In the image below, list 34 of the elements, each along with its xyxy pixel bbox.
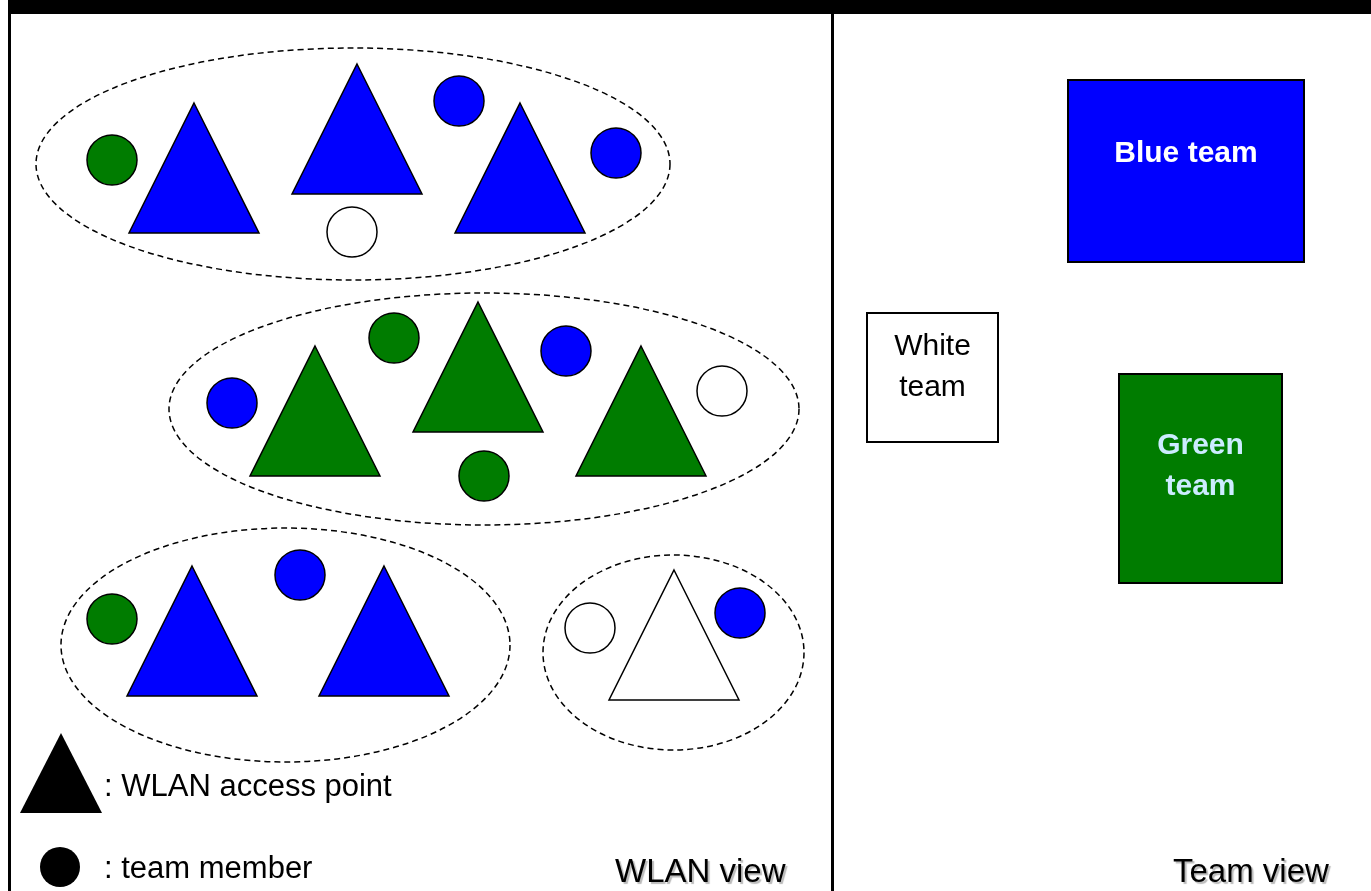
team-member-circle	[433, 75, 485, 127]
team-card: Blue team	[1067, 79, 1305, 263]
team-card: Green team	[1118, 373, 1283, 584]
access-point-triangle	[318, 565, 450, 697]
team-member-circle	[540, 325, 592, 377]
panel-title: Team view	[1173, 852, 1329, 890]
dashed-ellipse	[35, 47, 671, 281]
access-point-triangle	[126, 565, 258, 697]
dashed-ellipse	[60, 527, 511, 763]
team-member-circle	[206, 377, 258, 429]
access-point-triangle	[575, 345, 707, 477]
team-member-circle	[86, 134, 138, 186]
legend-text: : team member	[104, 850, 313, 886]
team-member-circle	[86, 593, 138, 645]
team-member-circle	[326, 206, 378, 258]
team-member-circle	[368, 312, 420, 364]
panel-title: WLAN view	[615, 852, 786, 890]
access-point-triangle	[249, 345, 381, 477]
view-panel	[8, 0, 834, 891]
team-member-circle	[696, 365, 748, 417]
access-point-triangle	[291, 63, 423, 195]
team-member-circle	[274, 549, 326, 601]
team-member-circle	[564, 602, 616, 654]
dashed-ellipse	[168, 292, 800, 526]
dashed-ellipse	[542, 554, 805, 751]
team-member-circle	[458, 450, 510, 502]
access-point-triangle	[412, 301, 544, 433]
legend-text: : WLAN access point	[104, 768, 392, 804]
access-point-triangle	[128, 102, 260, 234]
team-member-circle	[590, 127, 642, 179]
access-point-triangle	[608, 569, 740, 701]
team-member-circle	[714, 587, 766, 639]
team-card: White team	[866, 312, 999, 443]
access-point-triangle	[454, 102, 586, 234]
